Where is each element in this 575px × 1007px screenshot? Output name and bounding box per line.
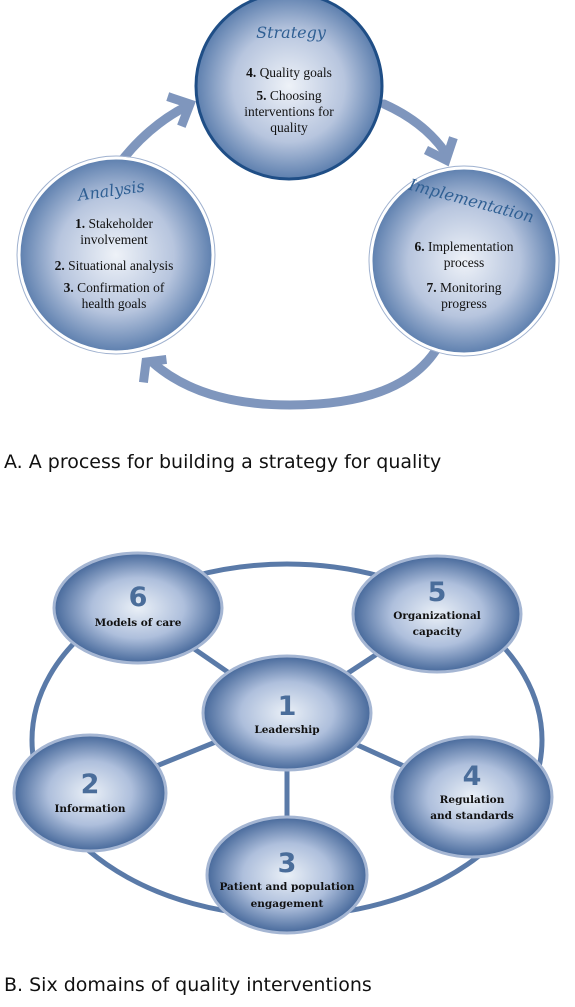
strategy-title: Strategy [256, 23, 327, 42]
domain-4-number: 4 [463, 761, 482, 792]
arrow-implementation-to-analysis [147, 345, 441, 410]
domain-1: 1 Leadership [201, 654, 373, 772]
domain-1-number: 1 [278, 691, 297, 722]
domain-2-number: 2 [81, 769, 100, 800]
arrowhead-to-strategy [166, 92, 196, 128]
arrowhead-to-analysis [138, 354, 168, 384]
domain-2: 2 Information [12, 733, 168, 853]
caption-part-b: B. Six domains of quality interventions [4, 974, 372, 996]
domain-6: 6 Models of care [52, 551, 224, 665]
domain-6-label: Models of care [95, 617, 182, 629]
arrowhead-to-implementation [423, 136, 458, 167]
analysis-item-2: 2. Situational analysis [55, 258, 174, 273]
caption-part-a: A. A process for building a strategy for… [4, 451, 442, 473]
strategy-item-4: 4. Quality goals [246, 65, 332, 80]
domain-2-label: Information [55, 803, 126, 815]
domain-6-number: 6 [129, 582, 148, 613]
domain-1-label: Leadership [254, 724, 319, 736]
arrow-strategy-to-implementation [379, 99, 450, 157]
arrowheads [138, 92, 458, 384]
domain-3-number: 3 [278, 848, 297, 879]
domain-5-number: 5 [428, 577, 447, 608]
